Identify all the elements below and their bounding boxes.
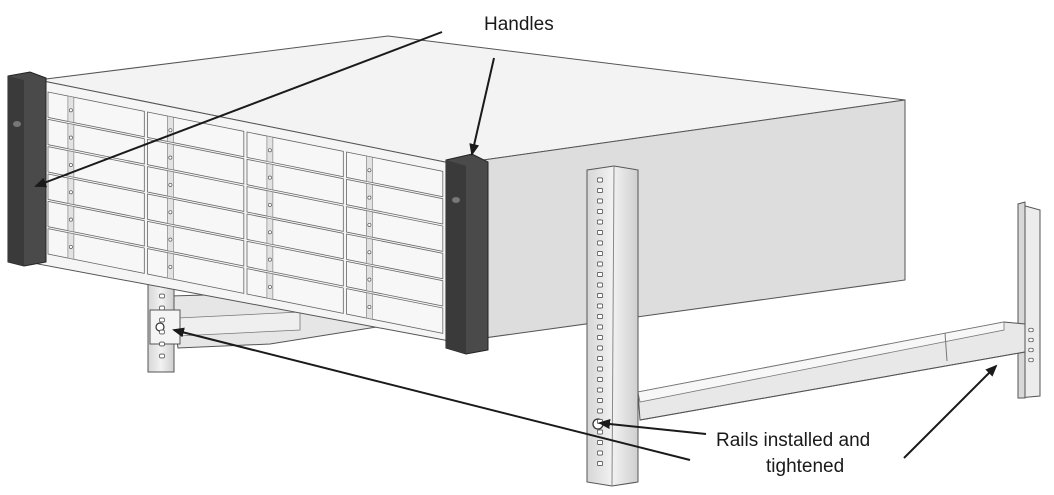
drive-bay-led xyxy=(267,175,272,180)
rack-mount-hole xyxy=(159,317,165,323)
rack-mount-hole xyxy=(159,305,165,311)
rack-mount-hole xyxy=(597,209,604,214)
rack-mount-hole xyxy=(1028,327,1034,333)
rack-mount-hole xyxy=(1028,337,1034,343)
drive-bay-led xyxy=(367,304,372,309)
rack-mount-hole xyxy=(597,314,604,319)
drive-bay-led xyxy=(168,237,173,242)
drive-bay-led xyxy=(367,277,372,282)
rack-mount-hole xyxy=(597,261,604,267)
right-handle xyxy=(445,153,489,355)
rack-mount-hole xyxy=(159,341,165,347)
rack-mount-hole xyxy=(597,272,604,277)
rear-right-rack-post xyxy=(1017,201,1041,399)
rack-mount-hole xyxy=(159,329,165,335)
rack-mount-hole xyxy=(597,408,604,414)
rack-mount-hole xyxy=(1028,357,1034,363)
drive-bay-led xyxy=(68,190,73,195)
rack-mount-hole xyxy=(597,450,604,456)
rack-mount-hole xyxy=(597,356,604,361)
rack-mount-hole xyxy=(597,230,604,235)
rack-mount-hole xyxy=(597,177,604,183)
rack-mount-hole xyxy=(597,219,604,225)
drive-bay-led xyxy=(68,108,73,113)
rack-mount-hole xyxy=(597,198,604,204)
rack-mount-hole xyxy=(597,461,604,466)
drive-bay-led xyxy=(68,162,73,167)
drive-bay-led xyxy=(168,264,173,269)
rack-mount-hole xyxy=(597,366,604,372)
drive-bay-led xyxy=(168,210,173,215)
drive-bay-led xyxy=(68,217,73,222)
handles-label: Handles xyxy=(484,14,554,35)
drive-bay-led xyxy=(367,250,372,255)
rack-mount-hole xyxy=(597,251,604,256)
drive-bay-grid xyxy=(47,91,444,334)
drive-bay-led xyxy=(168,182,173,187)
drive-bay-led xyxy=(267,284,272,289)
rack-mount-hole xyxy=(597,188,604,193)
rack-mount-hole xyxy=(597,440,604,445)
drive-bay-led xyxy=(267,257,272,262)
drive-bay-led xyxy=(68,135,73,140)
rack-mount-hole xyxy=(597,429,604,435)
left-handle xyxy=(7,71,47,267)
rack-mount-hole xyxy=(597,377,604,382)
drive-bay-led xyxy=(267,202,272,207)
rack-mount-hole xyxy=(597,303,604,309)
rack-mount-hole xyxy=(597,282,604,288)
right-rail xyxy=(637,321,1026,421)
rails-label-line-2: tightened xyxy=(766,456,844,477)
drive-bay-led xyxy=(168,155,173,160)
drive-bay-led xyxy=(267,148,272,153)
rack-mount-hole xyxy=(1028,347,1034,353)
drive-bay-led xyxy=(68,244,73,249)
drive-bay-led xyxy=(367,222,372,227)
rack-mount-hole xyxy=(597,335,604,340)
rails-label-line-1: Rails installed and xyxy=(716,430,870,451)
rack-mount-hole xyxy=(159,293,165,299)
rack-mount-hole xyxy=(597,345,604,351)
rails-callout-arrows xyxy=(172,327,998,461)
rack-mount-hole xyxy=(597,398,604,403)
rack-mount-hole xyxy=(597,240,604,246)
rack-mount-hole xyxy=(597,324,604,330)
drive-bay-led xyxy=(367,168,372,173)
drive-bay-led xyxy=(267,230,272,235)
drive-bay-led xyxy=(168,128,173,133)
rack-mount-hole xyxy=(159,353,165,359)
rack-mount-hole xyxy=(597,293,604,298)
drive-bay-led xyxy=(367,195,372,200)
rack-mount-hole xyxy=(597,387,604,393)
front-right-rack-post xyxy=(586,165,639,487)
handles-callout-arrows xyxy=(34,31,495,188)
